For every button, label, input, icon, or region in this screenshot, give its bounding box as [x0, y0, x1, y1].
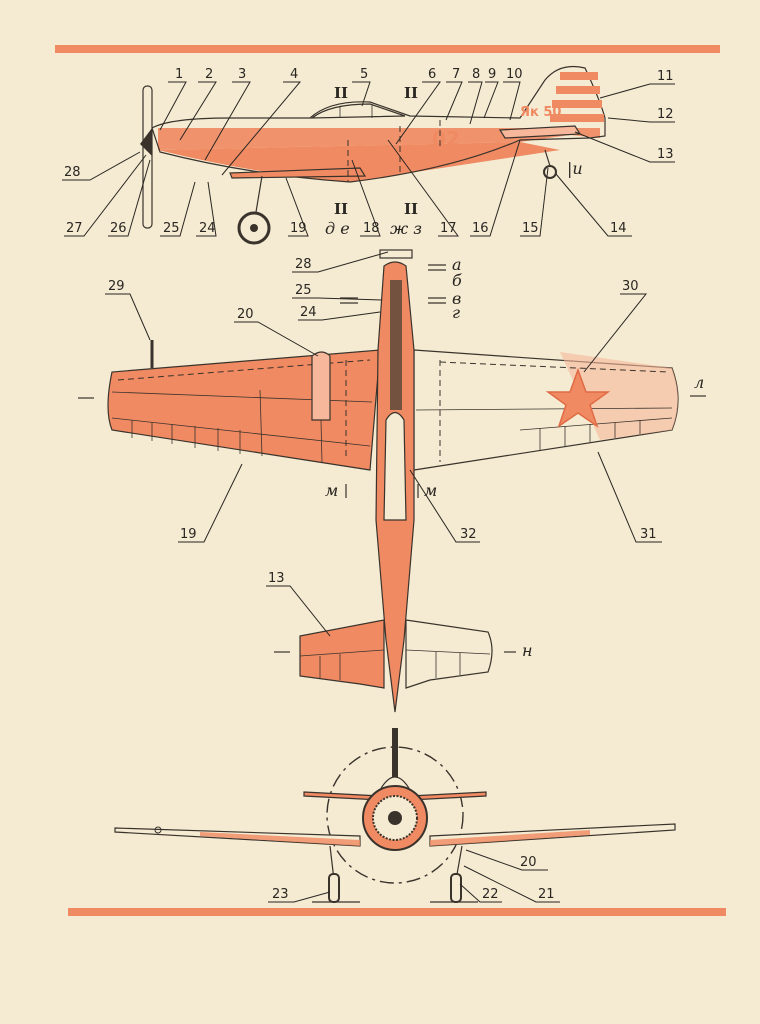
propeller-disc [326, 746, 464, 884]
side-canopy [310, 103, 406, 119]
front-callout-23: 23 [272, 887, 289, 902]
top-canopy [383, 411, 407, 521]
callout-28: 28 [64, 165, 81, 180]
svg-text:а: а [452, 255, 462, 274]
front-callout-20: 20 [520, 855, 537, 870]
top-callout-30: 30 [622, 279, 639, 294]
callout-5: 5 [360, 67, 368, 82]
callout-12: 12 [657, 107, 674, 122]
svg-text:II: II [404, 84, 418, 102]
side-propeller [142, 85, 153, 229]
top-callout-31: 31 [640, 527, 657, 542]
callout-24: 24 [199, 221, 216, 236]
fuselage-number: 02 [432, 127, 460, 151]
side-callouts-bottom: 27 26 25 24 19 18 17 16 15 14 [64, 139, 632, 237]
bottom-orange-band [68, 908, 726, 916]
side-tail-wheel [543, 165, 557, 179]
top-callout-29: 29 [108, 279, 125, 294]
top-callout-19: 19 [180, 527, 197, 542]
top-gear-fairing [311, 351, 331, 421]
callout-3: 3 [238, 67, 246, 82]
top-callout-20: 20 [237, 307, 254, 322]
callout-25: 25 [163, 221, 180, 236]
callout-1: 1 [175, 67, 183, 82]
svg-text:|и: |и [567, 159, 583, 178]
front-fin [392, 728, 398, 780]
side-section-marks: II II II II |и д е ж з [325, 84, 583, 238]
tail-stripes [550, 72, 604, 122]
side-horizontal-tail [498, 125, 582, 139]
callout-7: 7 [452, 67, 460, 82]
callout-13: 13 [657, 147, 674, 162]
callout-27: 27 [66, 221, 83, 236]
top-right-stabilizer [405, 619, 493, 689]
svg-text:м: м [424, 481, 437, 500]
svg-text:II: II [334, 84, 348, 102]
side-fuselage-outline [151, 65, 606, 183]
front-wing-shade [200, 830, 590, 846]
callout-9: 9 [488, 67, 496, 82]
top-callout-25: 25 [295, 283, 312, 298]
front-callout-22: 22 [482, 887, 499, 902]
front-landing-gear [312, 845, 478, 903]
callout-16: 16 [472, 221, 489, 236]
side-fuselage-belly [158, 142, 560, 182]
wing-star [545, 367, 611, 428]
top-callout-24: 24 [300, 305, 317, 320]
side-callouts-top: 1 2 3 4 5 6 7 8 9 10 [159, 67, 523, 176]
side-wing [229, 167, 367, 179]
svg-text:г: г [452, 303, 460, 322]
front-spinner [388, 811, 402, 825]
top-section-marks: а б в г л м м н [78, 255, 706, 660]
callout-17: 17 [440, 221, 457, 236]
top-left-wing [107, 349, 381, 471]
svg-text:л: л [694, 373, 704, 392]
callout-4: 4 [290, 67, 298, 82]
callout-15: 15 [522, 221, 539, 236]
svg-text:б: б [452, 271, 462, 290]
side-callouts-right: 11 12 13 [574, 69, 675, 163]
side-fuselage-lower [158, 128, 600, 150]
side-tail-strut [544, 149, 551, 167]
callout-2: 2 [205, 67, 213, 82]
front-pitot [154, 826, 162, 834]
top-callout-13: 13 [268, 571, 285, 586]
front-view: 20 21 22 23 [114, 728, 676, 903]
callout-11: 11 [657, 69, 674, 84]
svg-text:II: II [334, 200, 348, 218]
callout-6: 6 [428, 67, 436, 82]
side-main-gear [254, 175, 263, 219]
top-propeller [379, 249, 413, 259]
callout-8: 8 [472, 67, 480, 82]
top-right-wing-shade [560, 352, 678, 440]
top-callouts: 28 25 24 29 20 19 30 31 32 13 [105, 251, 662, 637]
side-wheel-hub [250, 224, 258, 232]
top-view: 28 25 24 29 20 19 30 31 32 13 а б в г [78, 249, 706, 713]
side-view: Як 50 02 1 2 3 4 5 6 7 8 9 10 [62, 65, 675, 245]
side-spinner [140, 128, 152, 156]
section-letters-de: д е [325, 219, 350, 238]
svg-text:II: II [404, 200, 418, 218]
svg-text:н: н [522, 641, 533, 660]
callout-26: 26 [110, 221, 127, 236]
callout-14: 14 [610, 221, 627, 236]
top-left-stabilizer [299, 619, 385, 689]
svg-text:в: в [452, 289, 461, 308]
top-engine-cowling [390, 280, 402, 410]
stabilizer-lines [299, 649, 491, 680]
callout-10: 10 [506, 67, 523, 82]
front-callouts: 20 21 22 23 [268, 849, 560, 903]
top-orange-band [55, 45, 720, 53]
top-callout-32: 32 [460, 527, 477, 542]
section-letters-zhz: ж з [390, 219, 422, 238]
svg-text:м: м [325, 481, 338, 500]
tail-marking: Як 50 [520, 105, 561, 120]
callout-19: 19 [290, 221, 307, 236]
front-callout-21: 21 [538, 887, 555, 902]
top-callout-28: 28 [295, 257, 312, 272]
